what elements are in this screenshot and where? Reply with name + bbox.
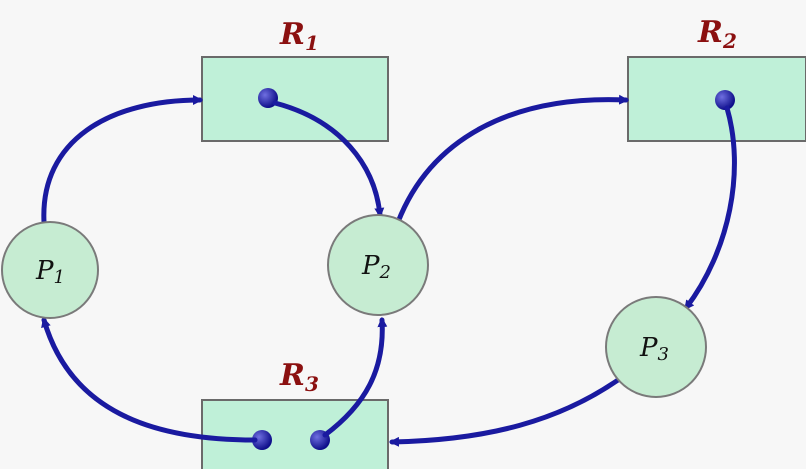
process-p2-node [327,214,429,316]
resource-r3-instance-dot-1 [252,430,272,450]
process-p1: P1 [1,221,99,319]
process-p1-node [1,221,99,319]
process-p1-label: P1 [35,256,65,288]
resource-r3-box [201,399,389,469]
edge-r1-to-p2 [272,100,385,218]
resource-r1: R1 [201,17,389,142]
process-p3: P3 [605,296,707,398]
edge-r3-to-p2 [322,317,388,438]
resource-r1-box [201,56,389,142]
resource-r2: R2 [627,15,806,142]
edge-p1-to-r1 [41,95,203,225]
process-p2: P2 [327,214,429,316]
process-p2-label: P2 [361,251,391,283]
process-p3-node [605,296,707,398]
resource-r2-label: R2 [697,15,737,53]
resource-r3: R3 [201,358,389,469]
resource-r3-label: R3 [279,358,319,396]
edge-p2-to-r2 [395,94,629,225]
edge-r3-to-p1 [41,317,258,443]
resource-r2-instance-dot [715,90,735,110]
edge-p3-to-r3 [389,377,621,447]
process-p3-label: P3 [639,333,669,365]
edge-r2-to-p3 [683,105,737,311]
resource-r1-label: R1 [279,17,319,55]
